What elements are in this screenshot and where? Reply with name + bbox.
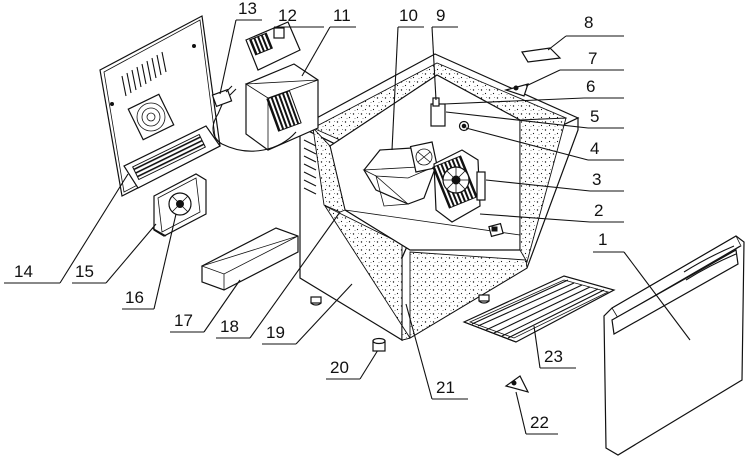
power-transformer [244,63,319,151]
label-22: 22 [530,413,549,432]
drip-tray [200,227,299,291]
power-cord [211,85,297,152]
door-hinge-lower [504,375,530,393]
label-10: 10 [399,6,418,25]
label-3: 3 [592,170,601,189]
rear-fan-bracket [151,173,207,237]
label-17: 17 [174,311,193,330]
label-23: 23 [544,347,563,366]
label-15: 15 [75,262,94,281]
thermostat-bracket [430,97,504,238]
label-4: 4 [590,139,599,158]
label-2: 2 [594,201,603,220]
label-18: 18 [220,317,239,336]
door-hinge-upper [521,47,562,63]
hinge-pin [503,83,529,97]
part-number-labels: 1 2 3 4 5 6 7 8 9 10 11 12 13 14 15 16 1… [14,0,607,432]
label-11: 11 [333,6,351,25]
leader-lines [4,19,691,435]
control-board [245,21,301,71]
foot-part [372,337,386,352]
cabinet-side-vents [303,139,317,195]
cold-side-heatsink-fan [432,149,486,223]
label-13: 13 [238,0,257,18]
label-12: 12 [278,6,297,25]
refrigerator-door [603,235,745,456]
label-20: 20 [330,358,349,377]
label-1: 1 [598,230,607,249]
label-21: 21 [436,378,455,397]
internal-fan-duct [362,141,439,207]
label-6: 6 [586,77,595,96]
label-14: 14 [14,262,33,281]
wire-shelf [462,275,616,343]
label-8: 8 [584,13,593,32]
label-5: 5 [590,107,599,126]
rear-panel [99,15,221,197]
label-9: 9 [436,6,445,25]
label-16: 16 [125,288,144,307]
label-19: 19 [266,323,285,342]
label-7: 7 [588,49,597,68]
